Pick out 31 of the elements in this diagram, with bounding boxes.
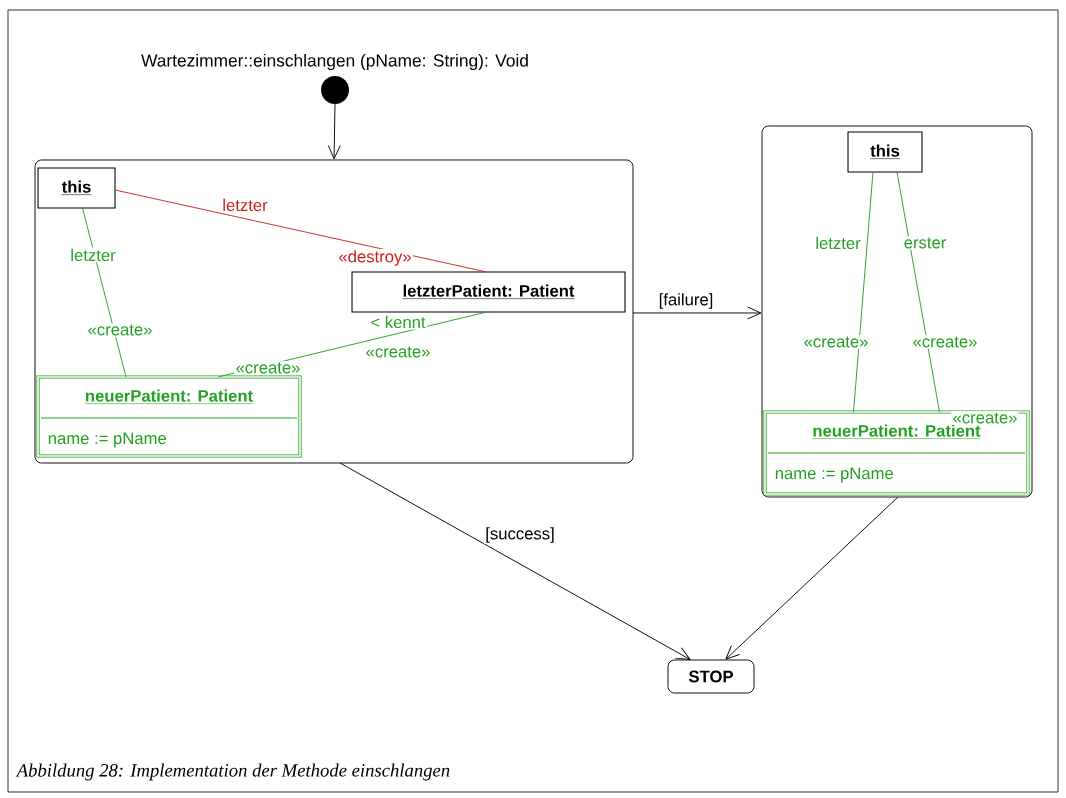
- stereotype-label: «create»: [802, 335, 870, 349]
- object-box: letzterPatient: Patient: [351, 271, 626, 313]
- edge-label: [success]: [483, 525, 557, 545]
- connector: [632, 306, 762, 320]
- diagram-title: Wartezimmer::einschlangen (pName: String): Void: [141, 53, 528, 71]
- connector: [725, 496, 899, 660]
- connector: [896, 171, 940, 413]
- stereotype-label: «destroy»: [337, 248, 413, 268]
- edge-label: letzter: [69, 247, 118, 263]
- activity-box: [34, 159, 634, 464]
- object-box: this: [37, 167, 116, 209]
- object-box: neuerPatient: Patient name := pName: [36, 375, 302, 458]
- start-dot: [321, 76, 349, 104]
- stereotype-label: «create»: [364, 345, 432, 359]
- stereotype-label: «create»: [86, 323, 154, 337]
- connector: [114, 189, 487, 273]
- figure-caption: Abbildung 28: Implementation der Methode einschlangen: [15, 763, 450, 781]
- edge-label: erster: [902, 236, 948, 250]
- connector: [339, 462, 691, 660]
- stereotype-label: «create»: [951, 411, 1019, 425]
- stop-box: STOP: [667, 659, 755, 694]
- connector: [853, 171, 874, 413]
- edge-label: < kennt: [369, 314, 427, 330]
- stereotype-label: «create»: [911, 335, 979, 349]
- edge-label: letzter: [221, 197, 270, 213]
- stereotype-label: «create»: [234, 361, 302, 375]
- connector: [327, 103, 341, 160]
- edge-label: letzter: [814, 235, 863, 251]
- activity-box: [761, 125, 1033, 498]
- object-box: this: [847, 131, 923, 173]
- edge-label: [failure]: [657, 291, 715, 311]
